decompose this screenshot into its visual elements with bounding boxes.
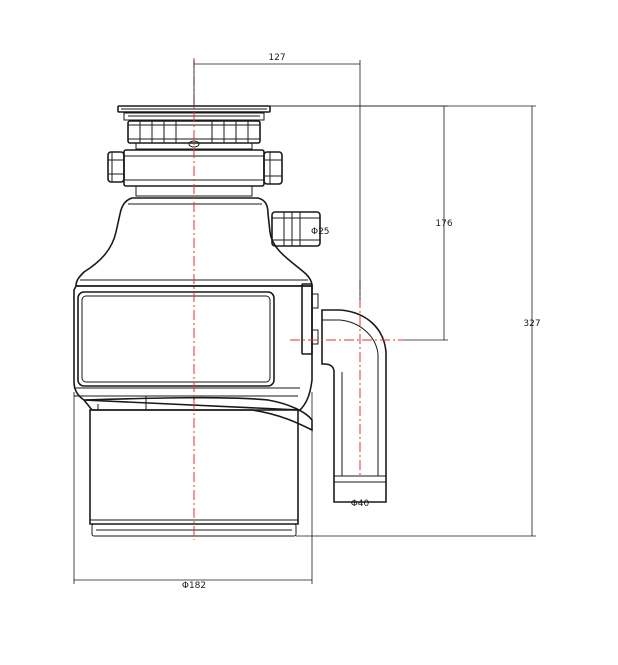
- outlet-flange: [301, 283, 319, 355]
- dimension-outlet-diameter-label: Φ40: [351, 499, 370, 509]
- motor-body: [73, 285, 313, 411]
- dimension-inlet-diameter-label: Φ25: [311, 227, 330, 237]
- dimension-top-width: 127: [193, 53, 361, 300]
- dimension-outlet-diameter: Φ40: [351, 499, 370, 509]
- dimension-top-width-label: 127: [268, 53, 285, 63]
- dimension-outlet-height: 176: [270, 105, 453, 341]
- neck-clamp: [107, 149, 283, 197]
- dishwasher-inlet: [271, 211, 321, 247]
- dimension-body-diameter-label: Φ182: [182, 581, 206, 591]
- dimension-inlet-diameter: Φ25: [311, 227, 330, 237]
- dimension-body-diameter: Φ182: [73, 392, 313, 591]
- outlet-elbow-pipe: [321, 309, 387, 503]
- centerlines: [193, 58, 404, 540]
- dimension-outlet-height-label: 176: [435, 219, 452, 229]
- dimension-total-height-label: 327: [523, 319, 540, 329]
- dimension-total-height: 327: [270, 105, 541, 537]
